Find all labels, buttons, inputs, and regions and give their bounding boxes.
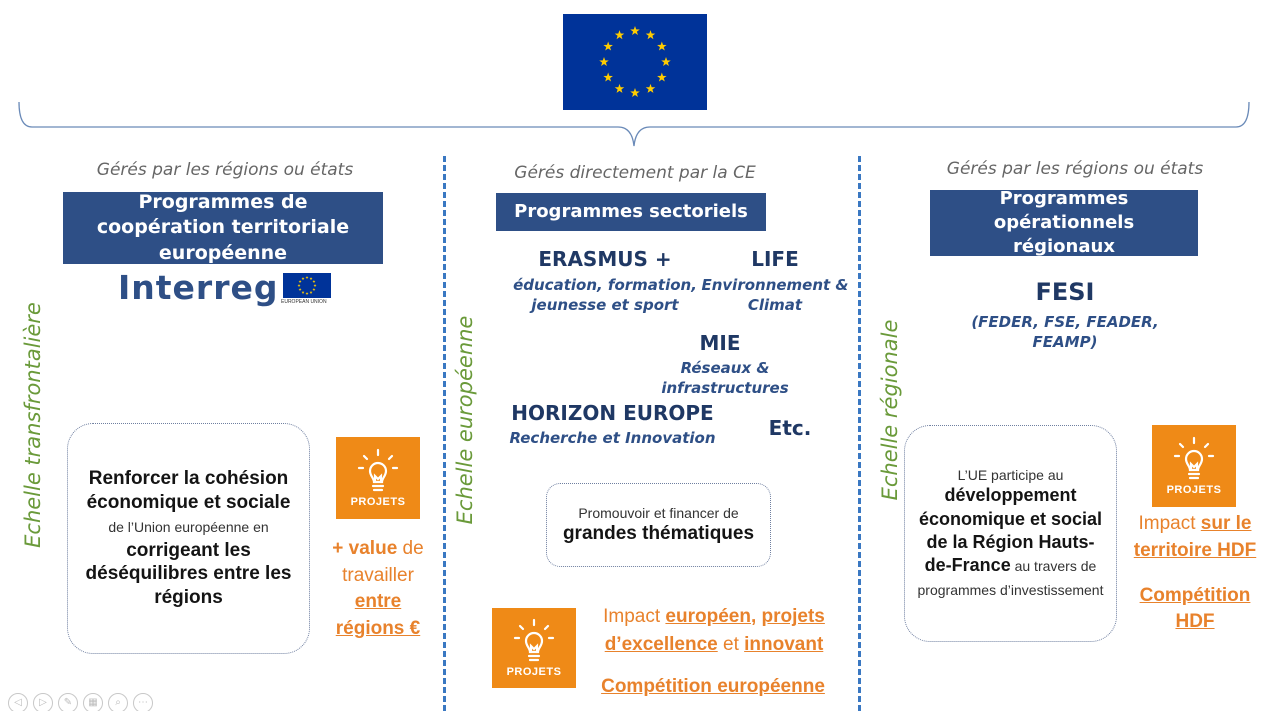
program-title-box: Programmes de coopération territoriale e… — [63, 191, 383, 264]
impact-part: , — [750, 606, 762, 627]
impact-text: Impact européen, projets d’excellence et… — [585, 603, 843, 658]
value-part: + value — [332, 538, 398, 559]
program-name: LIFE — [751, 247, 799, 271]
more-options-icon[interactable]: ⋯ — [133, 693, 153, 711]
eu-star-icon — [305, 291, 309, 295]
scale-label: Echelle transfrontalière — [21, 302, 45, 548]
objective-part: Renforcer la cohésion économique et soci… — [86, 468, 291, 513]
eu-flag-small-icon — [283, 273, 331, 298]
scale-label: Echelle européenne — [453, 315, 477, 525]
eu-logo-caption: EUROPEAN UNION — [281, 299, 327, 305]
objective-part: grandes thématiques — [562, 523, 755, 545]
column-separator — [443, 156, 447, 711]
program-name: MIE — [699, 331, 741, 355]
projects-label: PROJETS — [1166, 484, 1222, 496]
eu-star-icon — [603, 72, 613, 82]
projects-label: PROJETS — [350, 496, 406, 508]
eu-flag-icon — [563, 14, 707, 110]
eu-star-icon — [301, 290, 305, 294]
program-desc: éducation, formation, jeunesse et sport — [513, 276, 697, 314]
eu-star-icon — [657, 72, 667, 82]
value-part: de travailler — [342, 538, 424, 586]
objective-part: de l’Union européenne en — [108, 518, 269, 535]
impact-part: Impact — [1138, 513, 1201, 534]
scale-label: Echelle régionale — [878, 319, 902, 501]
value-text: + value de travailler entre régions € — [318, 536, 438, 642]
eu-star-icon — [301, 276, 305, 280]
competition-label: Compétition HDF — [1139, 585, 1251, 632]
eu-star-icon — [661, 57, 671, 67]
program-desc: Environnement & Climat — [701, 276, 849, 314]
impact-part: projets d’excellence — [604, 606, 825, 655]
curly-brace-connector — [18, 101, 1250, 147]
next-slide-icon[interactable]: ▷ — [33, 693, 53, 711]
eu-star-icon — [645, 30, 656, 40]
program-name: ERASMUS + — [538, 247, 672, 271]
eu-star-icon — [309, 276, 313, 280]
eu-star-icon — [614, 83, 625, 93]
program-desc: Recherche et Innovation — [509, 429, 716, 447]
objective-part: corrigeant les déséquilibres entre les r… — [85, 539, 292, 609]
competition-label: Compétition européenne — [601, 676, 825, 697]
eu-star-icon — [614, 30, 625, 40]
lightbulb-icon — [357, 448, 399, 492]
pen-icon[interactable]: ✎ — [58, 693, 78, 711]
eu-star-icon — [630, 26, 640, 36]
projects-badge: PROJETS — [336, 437, 420, 519]
etc-label: Etc. — [768, 416, 812, 440]
program-desc: (FEDER, FSE, FEADER, FEAMP) — [971, 313, 1159, 351]
eu-star-icon — [297, 283, 301, 287]
impact-part: européen — [665, 606, 751, 627]
objective-part: au travers de programmes d’investissemen… — [917, 558, 1104, 598]
eu-star-icon — [305, 275, 309, 279]
eu-star-icon — [603, 41, 613, 51]
eu-star-icon — [309, 290, 313, 294]
impact-text: Impact sur le territoire HDF — [1124, 511, 1266, 564]
value-part: entre régions € — [335, 591, 421, 639]
interreg-logo-text: Interreg — [118, 268, 279, 307]
slides-grid-icon[interactable]: ▦ — [83, 693, 103, 711]
projects-badge: PROJETS — [1152, 425, 1236, 507]
interreg-logo: Interreg EUROPEAN UNION — [118, 268, 338, 308]
managed-by-label: Gérés par les régions ou états — [96, 160, 354, 180]
managed-by-label: Gérés directement par la CE — [514, 163, 756, 183]
eu-star-icon — [298, 279, 302, 283]
program-name: HORIZON EUROPE — [511, 401, 714, 425]
objective-card: L’UE participe au développement économiq… — [904, 425, 1117, 642]
objective-part: Promouvoir et financer de — [578, 505, 739, 522]
eu-star-icon — [630, 88, 640, 98]
objective-part: développement économique et social de la… — [918, 485, 1103, 576]
eu-star-icon — [298, 287, 302, 291]
eu-star-icon — [599, 57, 609, 67]
column-separator — [858, 156, 862, 711]
program-title-box: Programmes sectoriels — [496, 193, 766, 231]
lightbulb-icon — [513, 618, 555, 662]
impact-part: sur le territoire HDF — [1133, 513, 1257, 561]
impact-part: Impact — [603, 606, 666, 627]
projects-label: PROJETS — [506, 666, 562, 678]
impact-part: innovant — [744, 633, 824, 655]
impact-part: et — [717, 633, 745, 655]
previous-slide-icon[interactable]: ◁ — [8, 693, 28, 711]
eu-star-icon — [312, 287, 316, 291]
objective-card: Promouvoir et financer de grandes thémat… — [546, 483, 771, 567]
managed-by-label: Gérés par les régions ou états — [946, 159, 1204, 179]
eu-star-icon — [645, 83, 656, 93]
objective-part: L’UE participe au — [957, 466, 1064, 483]
objective-card: Renforcer la cohésion économique et soci… — [67, 423, 310, 654]
program-title-box: Programmes opérationnels régionaux — [930, 188, 1198, 257]
eu-star-icon — [312, 279, 316, 283]
program-name: FESI — [1035, 278, 1095, 306]
eu-star-icon — [313, 283, 317, 287]
program-desc: Réseaux & infrastructures — [661, 359, 789, 397]
zoom-icon[interactable]: ⌕ — [108, 693, 128, 711]
eu-star-icon — [657, 41, 667, 51]
lightbulb-icon — [1173, 436, 1215, 480]
projects-badge: PROJETS — [492, 608, 576, 688]
